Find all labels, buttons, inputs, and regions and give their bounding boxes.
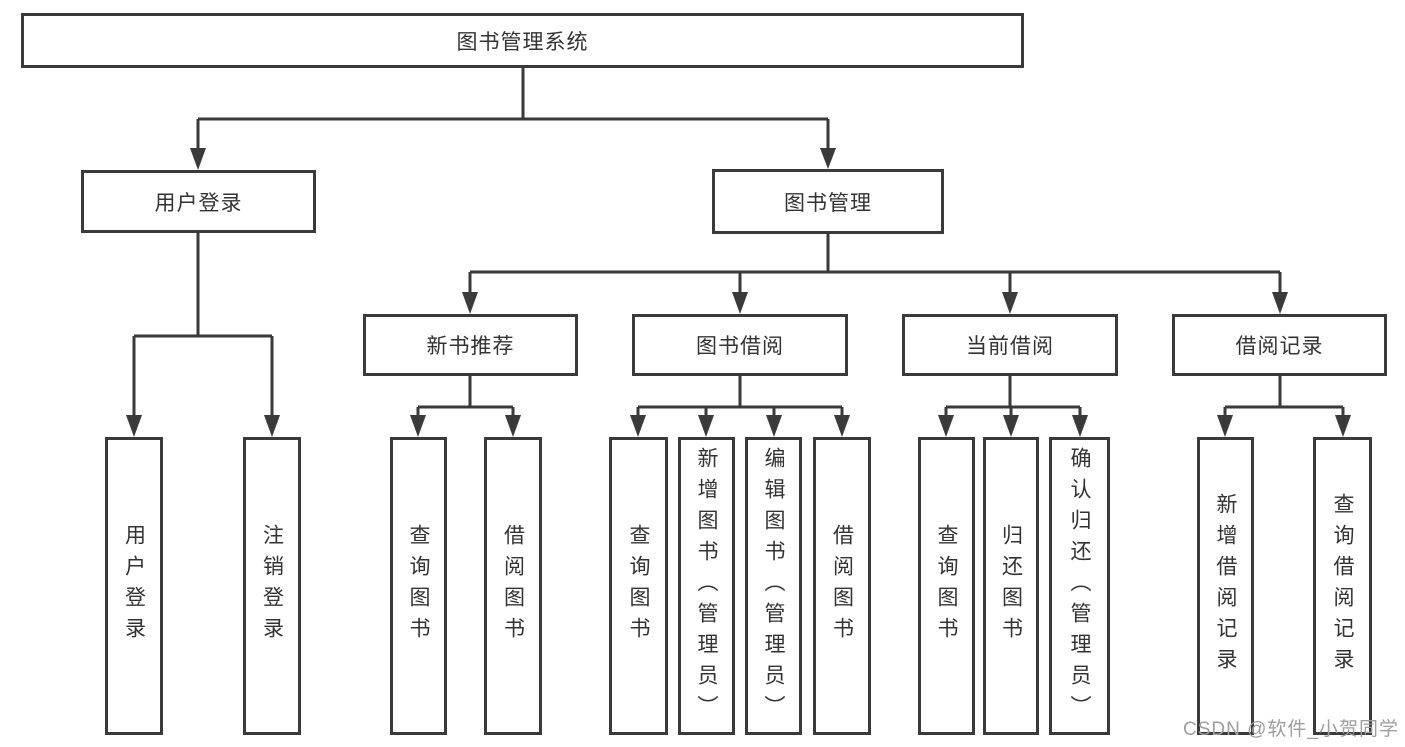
node-label: 借阅图书: [501, 524, 525, 648]
node-label: 借阅图书: [830, 524, 854, 648]
node-user-login: 用户登录: [81, 170, 316, 233]
csdn-watermark: CSDN @软件_小贺同学: [1183, 719, 1399, 740]
node-current-borrowing: 当前借阅: [902, 314, 1118, 376]
node-library-management-system: 图书管理系统: [21, 13, 1024, 68]
node-label: 图书管理系统: [456, 30, 589, 54]
leaf-borrow-books-recommend: 借阅图书: [484, 437, 542, 735]
leaf-query-books-borrowing: 查询图书: [609, 437, 668, 735]
node-book-management: 图书管理: [712, 169, 944, 234]
node-label: 查询借阅记录: [1331, 493, 1354, 679]
node-label: 确认归还（管理员）: [1068, 446, 1091, 726]
leaf-confirm-return-admin: 确认归还（管理员）: [1049, 437, 1110, 735]
leaf-borrow-books: 借阅图书: [813, 437, 871, 735]
node-label: 新书推荐: [426, 335, 515, 358]
leaf-logout: 注销登录: [243, 437, 301, 735]
node-label: 查询图书: [407, 524, 430, 648]
node-label: 图书管理: [784, 191, 872, 215]
node-new-book-recommendation: 新书推荐: [363, 314, 578, 376]
node-label: 编辑图书（管理员）: [762, 446, 785, 726]
node-label: 注销登录: [260, 524, 284, 648]
leaf-edit-books-admin: 编辑图书（管理员）: [745, 437, 802, 735]
leaf-user-login: 用户登录: [105, 437, 163, 735]
node-label: 用户登录: [122, 524, 146, 648]
leaf-add-borrow-record: 新增借阅记录: [1197, 437, 1254, 735]
node-label: 查询图书: [627, 524, 650, 648]
node-label: 用户登录: [154, 191, 243, 215]
leaf-query-borrow-record: 查询借阅记录: [1313, 437, 1372, 735]
leaf-return-books: 归还图书: [983, 437, 1039, 735]
node-book-borrowing: 图书借阅: [632, 314, 848, 376]
node-label: 查询图书: [935, 524, 958, 648]
leaf-add-books-admin: 新增图书（管理员）: [678, 437, 735, 735]
node-label: 图书借阅: [696, 335, 784, 358]
node-label: 归还图书: [999, 524, 1023, 648]
leaf-query-books-recommend: 查询图书: [390, 437, 447, 735]
node-label: 借阅记录: [1235, 335, 1324, 358]
node-label: 新增图书（管理员）: [695, 446, 718, 726]
leaf-query-books-current: 查询图书: [918, 437, 975, 735]
node-borrowing-records: 借阅记录: [1172, 314, 1387, 376]
node-label: 当前借阅: [966, 335, 1054, 358]
node-label: 新增借阅记录: [1214, 493, 1237, 679]
